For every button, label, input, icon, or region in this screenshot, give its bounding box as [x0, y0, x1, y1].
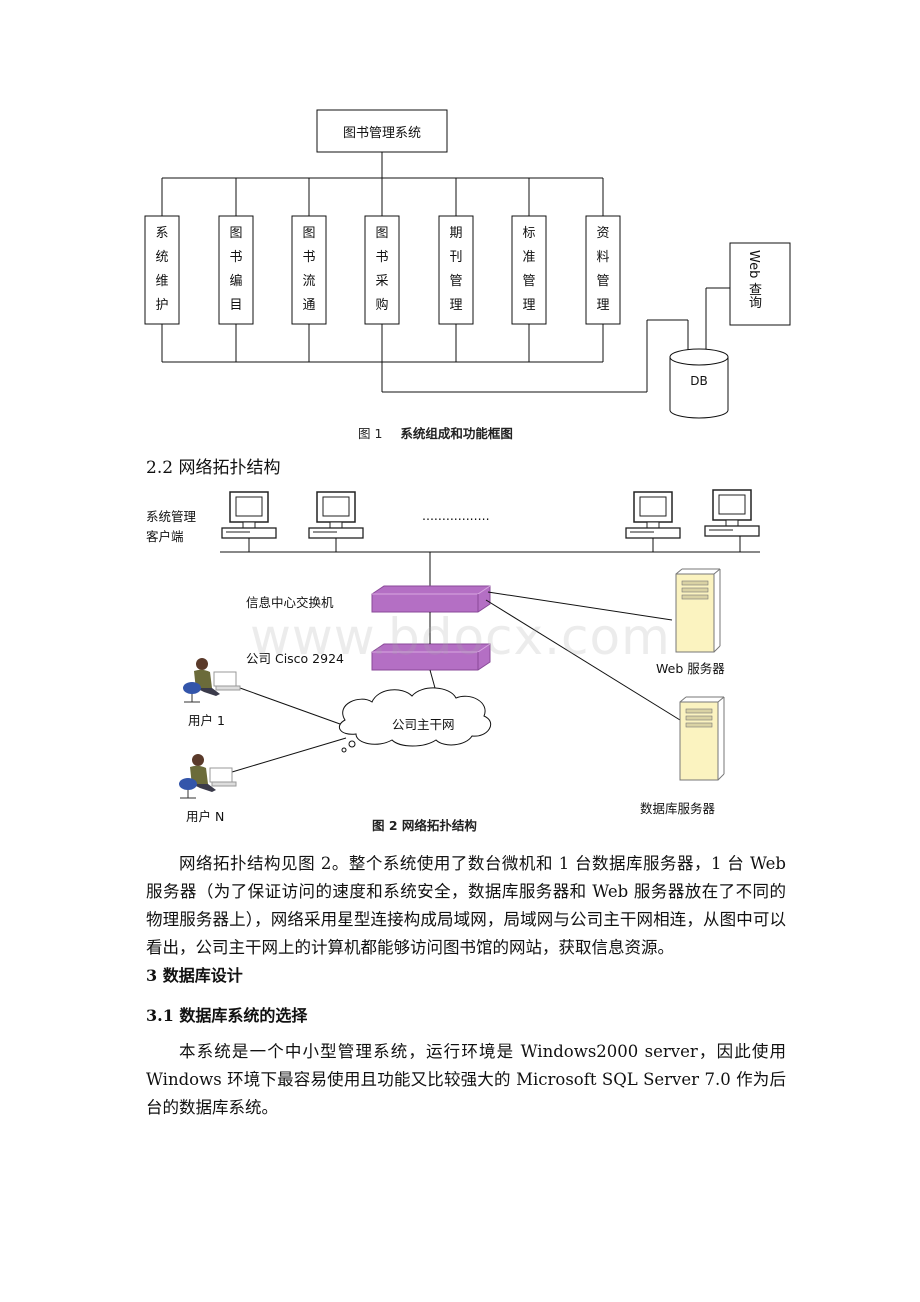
figure-2-caption: 图 2 网络拓扑结构: [372, 818, 477, 833]
figure-1-lines: [144, 109, 791, 419]
root-box-label: 图书管理系统: [342, 126, 421, 141]
client-label: 系统管理 客户端: [146, 509, 197, 544]
db-server-label: 数据库服务器: [640, 801, 716, 816]
section-3-heading: 3 数据库设计: [146, 966, 243, 985]
figure-1-caption: 图 1 系统组成和功能框图: [358, 426, 513, 441]
module-cataloging: 图 书 编 目: [229, 226, 243, 313]
module-acquisition: 图 书 采 购: [375, 226, 389, 313]
paragraph-db-choice: 本系统是一个中小型管理系统，运行环境是 Windows2000 server，因…: [146, 1042, 786, 1117]
backbone-label: 公司主干网: [392, 717, 455, 732]
figure-2-drawing: [178, 489, 760, 799]
user-n-label: 用户 N: [186, 809, 225, 824]
section-2-2-heading: 2.2 网络拓扑结构: [146, 458, 281, 478]
web-server-label: Web 服务器: [656, 661, 725, 676]
figure-2: 系统管理 客户端 ................. 信息中心交换机 公司 Ci…: [0, 480, 920, 840]
cisco-label: 公司 Cisco 2924: [246, 651, 344, 666]
paragraph-network: 网络拓扑结构见图 2。整个系统使用了数台微机和 1 台数据库服务器，1 台 We…: [146, 854, 786, 957]
figure-1: 图书管理系统 系 统 维 护 图 书 编 目 图 书 流 通 图 书 采 购 期…: [0, 0, 920, 445]
switch-label: 信息中心交换机: [246, 595, 334, 610]
web-query-label: Web 查询: [746, 250, 761, 309]
module-standards: 标 准 管 理: [522, 226, 536, 313]
module-circulation: 图 书 流 通: [302, 226, 316, 313]
ellipsis-dots: .................: [422, 508, 490, 523]
module-periodicals: 期 刊 管 理: [449, 226, 463, 313]
db-label: DB: [690, 374, 708, 388]
section-3-1-heading: 3.1 数据库系统的选择: [146, 1006, 308, 1025]
watermark: www.bdocx.com: [250, 608, 671, 666]
user-1-label: 用户 1: [188, 713, 225, 728]
module-system-maintenance: 系 统 维 护: [155, 226, 169, 313]
module-materials: 资 料 管 理: [596, 226, 610, 313]
